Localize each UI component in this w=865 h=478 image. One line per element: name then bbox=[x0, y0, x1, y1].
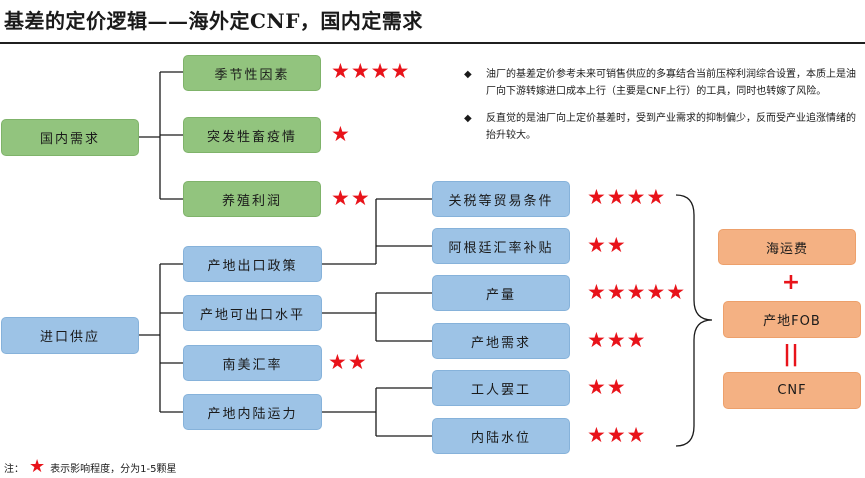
inland-water-level-box: 内陆水位 bbox=[432, 418, 570, 454]
title-divider bbox=[0, 42, 865, 44]
worker-strike-stars: ★★ bbox=[587, 375, 627, 399]
inland-transport-box: 产地内陆运力 bbox=[183, 394, 322, 430]
plus-sign: + bbox=[781, 270, 801, 295]
south-america-fx-box: 南美汇率 bbox=[183, 345, 322, 381]
breeding-profit-box: 养殖利润 bbox=[183, 181, 321, 217]
note-text: 反直觉的是油厂向上定价基差时，受到产业需求的抑制偏少，反而受产业追涨情绪的抬升较… bbox=[486, 113, 856, 141]
argentina-fx-subsidy-box: 阿根廷汇率补贴 bbox=[432, 228, 570, 264]
footnote-prefix: 注： bbox=[4, 463, 24, 475]
footnote: 注： ★ 表示影响程度，分为1-5颗星 bbox=[4, 458, 176, 476]
output-box: 产量 bbox=[432, 275, 570, 311]
south-america-fx-stars: ★★ bbox=[328, 350, 368, 374]
star-icon: ★ bbox=[29, 456, 46, 477]
note-item: ◆ 油厂的基差定价参考未来可销售供应的多寡结合当前压榨利润综合设置，本质上是油厂… bbox=[464, 66, 859, 100]
origin-demand-stars: ★★★ bbox=[587, 328, 647, 352]
worker-strike-box: 工人罢工 bbox=[432, 370, 570, 406]
freight-box: 海运费 bbox=[718, 229, 856, 265]
origin-demand-box: 产地需求 bbox=[432, 323, 570, 359]
cnf-box: CNF bbox=[723, 372, 861, 409]
notes-panel: ◆ 油厂的基差定价参考未来可销售供应的多寡结合当前压榨利润综合设置，本质上是油厂… bbox=[464, 66, 859, 154]
output-stars: ★★★★★ bbox=[587, 280, 687, 304]
tariff-trade-stars: ★★★★ bbox=[587, 185, 667, 209]
equals-sign: || bbox=[782, 342, 800, 367]
export-policy-box: 产地出口政策 bbox=[183, 246, 322, 282]
origin-fob-box: 产地FOB bbox=[723, 301, 861, 338]
livestock-epidemic-stars: ★ bbox=[331, 122, 351, 146]
note-text: 油厂的基差定价参考未来可销售供应的多寡结合当前压榨利润综合设置，本质上是油厂向下… bbox=[486, 69, 856, 97]
seasonal-factor-stars: ★★★★ bbox=[331, 59, 411, 83]
breeding-profit-stars: ★★ bbox=[331, 186, 371, 210]
livestock-epidemic-box: 突发牲畜疫情 bbox=[183, 117, 321, 153]
footnote-text: 表示影响程度，分为1-5颗星 bbox=[50, 463, 177, 475]
diamond-bullet-icon: ◆ bbox=[464, 113, 472, 124]
diamond-bullet-icon: ◆ bbox=[464, 69, 472, 80]
tariff-trade-box: 关税等贸易条件 bbox=[432, 181, 570, 217]
exportable-level-box: 产地可出口水平 bbox=[183, 295, 322, 331]
page-title: 基差的定价逻辑——海外定CNF，国内定需求 bbox=[4, 9, 423, 33]
seasonal-factor-box: 季节性因素 bbox=[183, 55, 321, 91]
domestic-demand-box: 国内需求 bbox=[1, 119, 139, 156]
note-item: ◆ 反直觉的是油厂向上定价基差时，受到产业需求的抑制偏少，反而受产业追涨情绪的抬… bbox=[464, 110, 859, 144]
import-supply-box: 进口供应 bbox=[1, 317, 139, 354]
argentina-fx-subsidy-stars: ★★ bbox=[587, 233, 627, 257]
inland-water-level-stars: ★★★ bbox=[587, 423, 647, 447]
